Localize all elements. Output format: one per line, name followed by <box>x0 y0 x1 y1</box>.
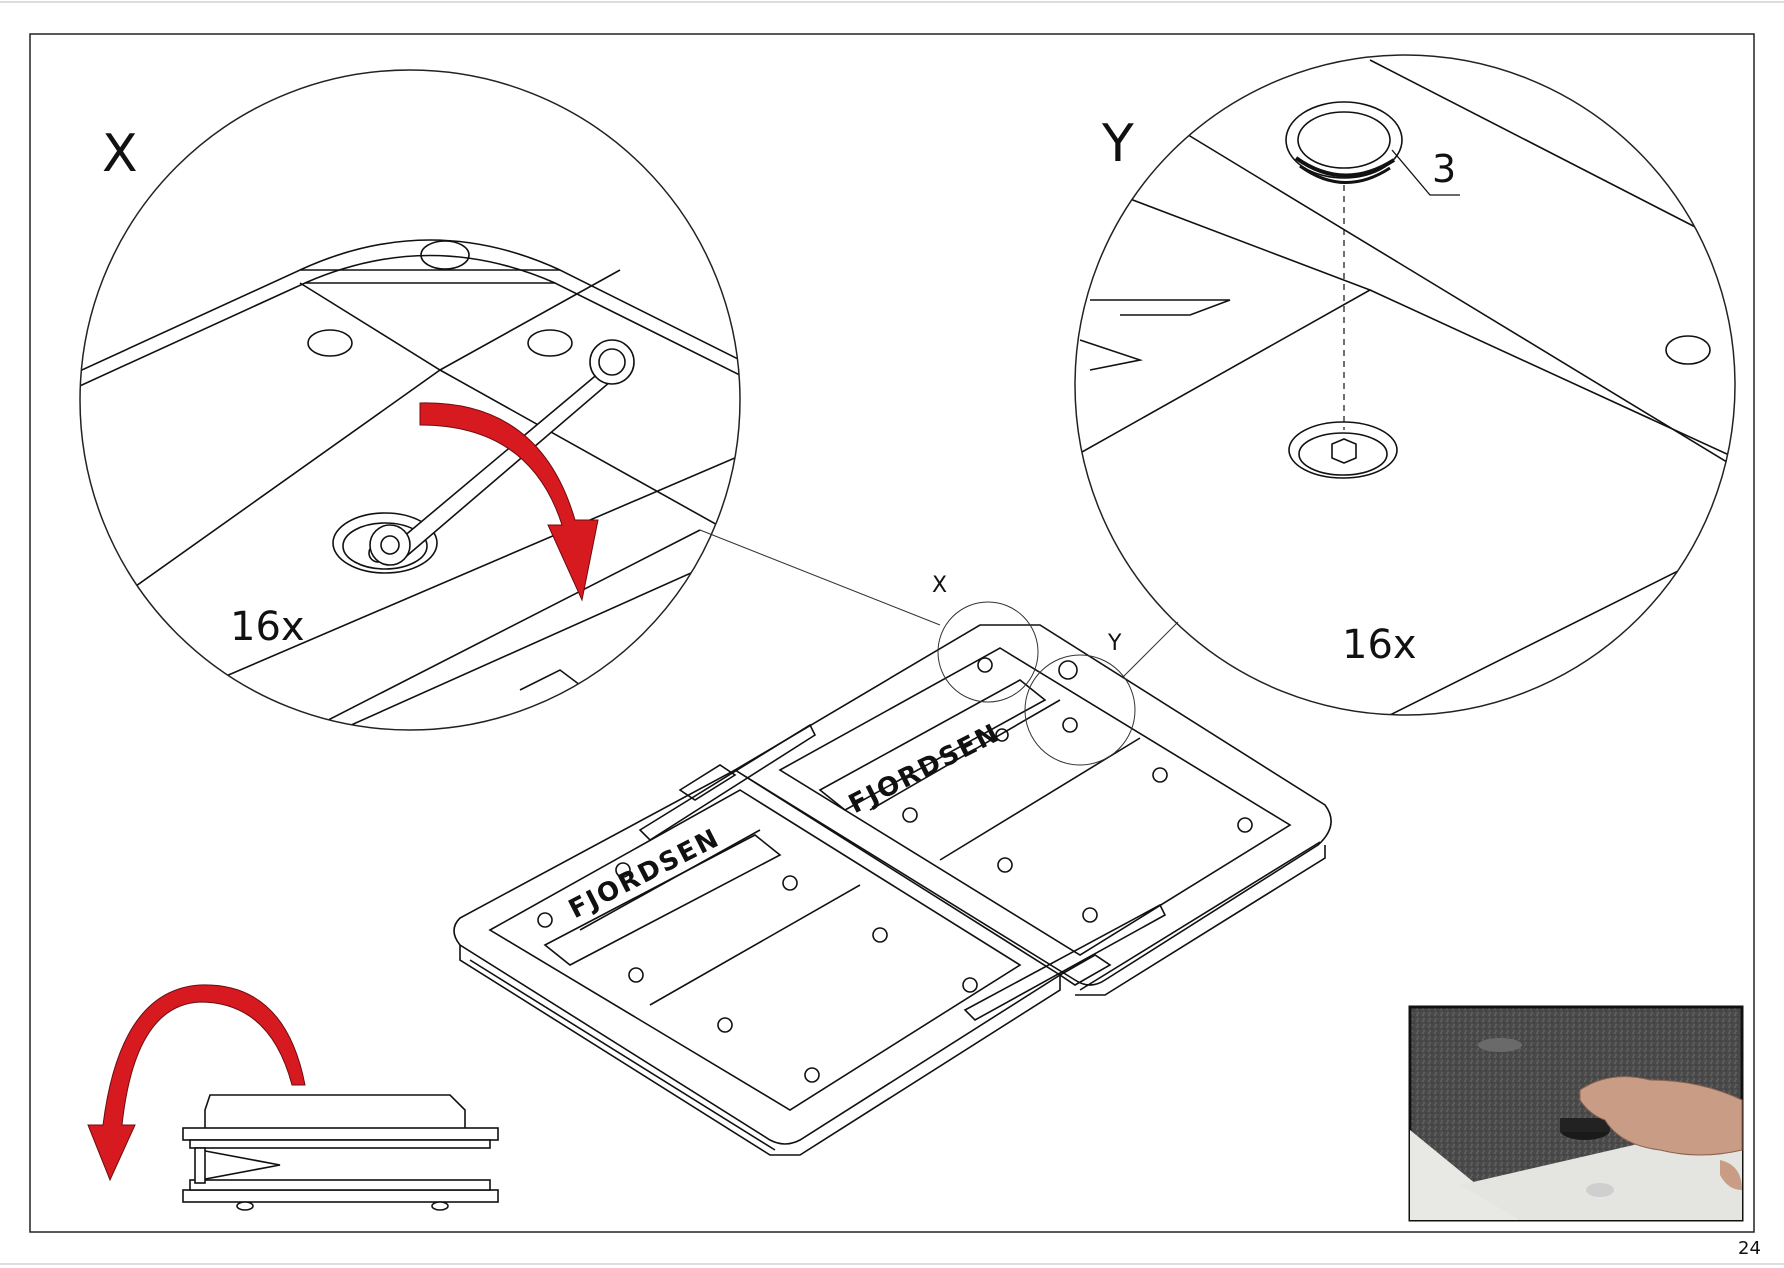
part-number-label: 3 <box>1432 147 1457 191</box>
flip-arrow-icon <box>87 984 306 1182</box>
detail-y-count: 16x <box>1342 622 1417 668</box>
detail-x-view <box>79 69 741 731</box>
rotate-arrow-icon <box>419 402 599 602</box>
leader-line-y <box>1119 621 1179 681</box>
detail-y-view <box>1074 54 1736 716</box>
page-number: 24 <box>1738 1238 1761 1259</box>
page-frame <box>29 33 1755 1233</box>
leader-line-x <box>699 529 941 626</box>
reference-photo <box>1408 1005 1744 1222</box>
detail-x-count: 16x <box>230 604 305 650</box>
detail-y-label: Y <box>1102 114 1134 174</box>
flip-table-icon <box>87 984 499 1211</box>
overview-callout-x: X <box>932 573 948 598</box>
detail-x-label: X <box>102 124 138 184</box>
overview-table <box>453 601 1332 1156</box>
overview-callout-y: Y <box>1108 631 1122 656</box>
part-leader-line <box>1391 149 1460 196</box>
